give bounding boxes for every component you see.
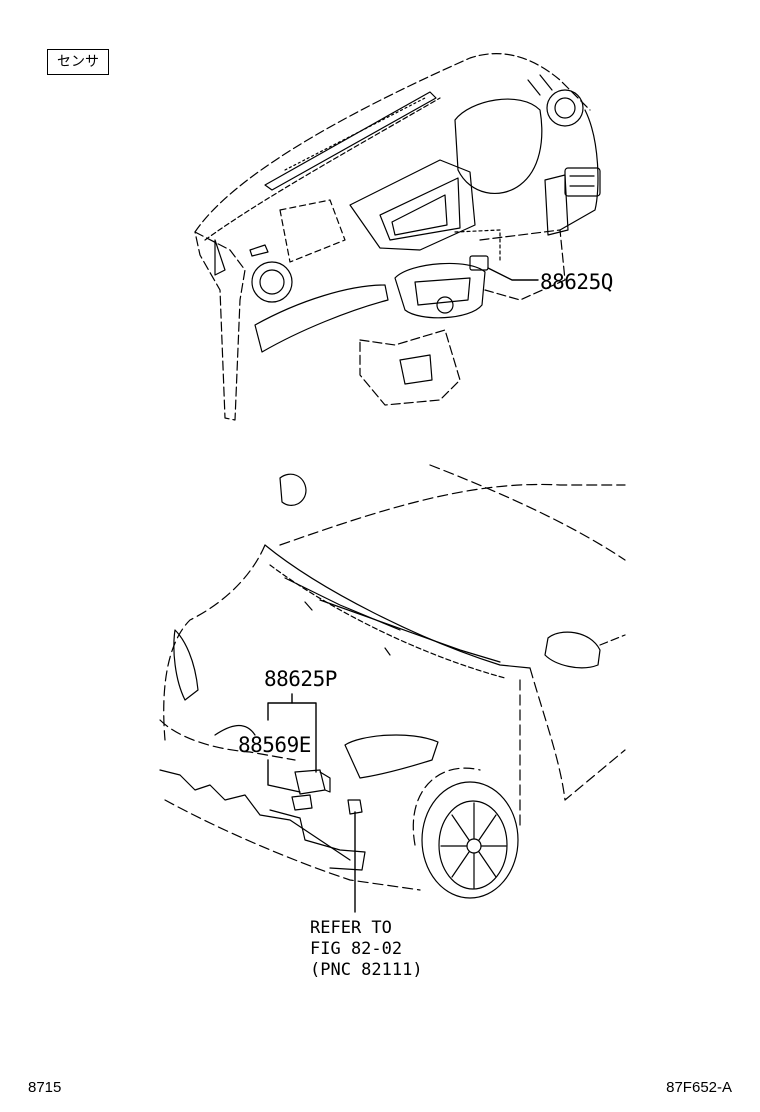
footer-figure-code: 87F652-A xyxy=(666,1079,732,1096)
vehicle-front-illustration xyxy=(159,464,626,913)
title-tag: センサ xyxy=(47,49,109,75)
reference-line-1: REFER TO xyxy=(310,918,392,938)
reference-line-2: FIG 82-02 xyxy=(310,939,403,959)
reference-note: REFER TO FIG 82-02 (PNC 82111) xyxy=(310,918,423,981)
reference-line-3: (PNC 82111) xyxy=(310,960,423,980)
footer-page-code: 8715 xyxy=(28,1079,62,1096)
dashboard-illustration xyxy=(194,53,601,421)
part-label-88569e: 88569E xyxy=(238,733,311,757)
part-label-88625p: 88625P xyxy=(264,667,337,691)
part-label-88625q: 88625Q xyxy=(540,270,613,294)
